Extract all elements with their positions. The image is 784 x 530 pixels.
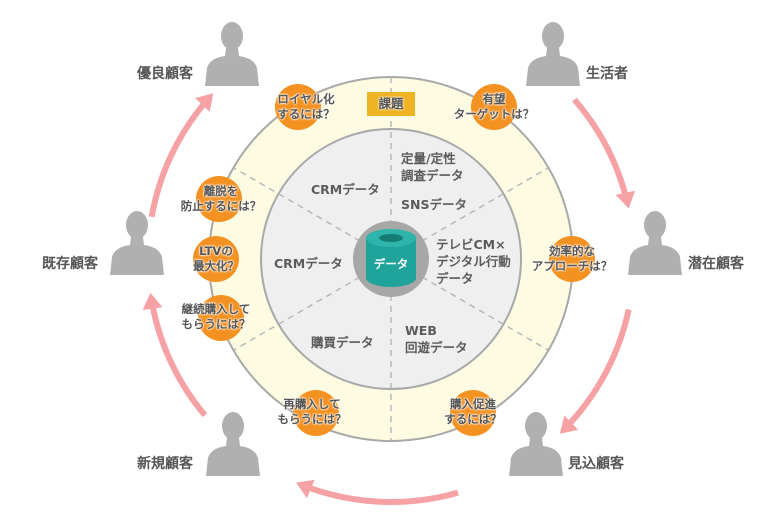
question-line: するには？ [277, 107, 335, 121]
bubble-ltv [193, 236, 239, 282]
segment-dividers [233, 77, 549, 441]
question-line: 防止するには？ [180, 199, 262, 213]
question-line: 最大化？ [193, 259, 239, 273]
data-source-line: 調査データ [401, 168, 464, 183]
data-source-line: デジタル行動 [436, 254, 511, 269]
question-line: 購入促進 [450, 397, 496, 411]
divider-lower-left [233, 276, 361, 351]
data-source-line: WEB [405, 323, 437, 338]
question-churn-prevention: 離脱を 防止するには？ [166, 184, 276, 214]
bubble-efficient-approach [549, 236, 595, 282]
person-label-mikomi: 見込顧客 [568, 456, 624, 472]
question-repurchase: 再購入して もらうには？ [262, 397, 362, 427]
bubble-loyalty [275, 84, 321, 130]
data-source-crm-upper: CRMデータ [311, 181, 380, 198]
person-icon-shinki [206, 412, 260, 476]
arrow-seikatsusha-to-senzai [572, 97, 629, 197]
person-icon-kizon [110, 211, 164, 275]
arrow-shinki-to-kizon-head [142, 292, 163, 311]
bubble-repurchase [293, 390, 339, 436]
question-line: するには？ [444, 412, 502, 426]
person-icon-seikatsusha [526, 22, 580, 86]
kadai-badge: 課題 [367, 92, 415, 116]
data-source-sns: SNSデータ [401, 196, 467, 213]
data-source-line: SNSデータ [401, 197, 467, 212]
question-line: ターゲットは？ [453, 107, 535, 121]
cylinder-hole [379, 234, 403, 242]
question-line: ロイヤル化 [277, 92, 335, 106]
arrow-kizon-to-yuryo [148, 100, 208, 218]
question-bubbles [193, 84, 595, 436]
question-line: 有望 [482, 92, 506, 106]
data-source-tvcm-digital: テレビCM× デジタル行動 データ [436, 236, 511, 287]
data-source-survey: 定量/定性 調査データ [401, 150, 464, 184]
arrow-mikomi-to-shinki [306, 484, 459, 505]
data-source-line: データ [436, 271, 474, 286]
data-source-line: 定量/定性 [401, 151, 456, 166]
question-continued-purchase: 継続購入して もらうには？ [166, 302, 266, 332]
question-line: 効率的な [549, 244, 595, 258]
divider-upper-left [233, 167, 361, 242]
question-purchase-promotion: 購入促進 するには？ [423, 397, 523, 427]
question-line: 継続購入して [181, 302, 251, 316]
question-efficient-approach: 効率的な アプローチは？ [522, 244, 622, 274]
person-label-yuryo: 優良顧客 [137, 66, 193, 82]
data-source-line: CRMデータ [311, 182, 380, 197]
data-source-web: WEB 回遊データ [405, 322, 468, 356]
arrow-shinki-to-kizon [149, 304, 208, 418]
question-line: LTVの [199, 244, 233, 258]
arrow-seikatsusha-to-senzai-head [615, 190, 636, 209]
bubble-continued-purchase [198, 295, 244, 341]
arrow-kizon-to-yuryo-head [195, 93, 214, 112]
bubble-churn-prevention [196, 176, 242, 222]
cylinder-body [366, 238, 416, 287]
bubble-purchase-promotion [450, 390, 496, 436]
question-line: もらうには？ [277, 412, 347, 426]
data-source-line: 回遊データ [405, 340, 468, 355]
center-data-label: データ [373, 257, 409, 271]
person-icon-yuryo [205, 22, 259, 86]
person-label-senzai: 潜在顧客 [688, 256, 744, 272]
arrow-senzai-to-mikomi [566, 308, 632, 427]
person-label-seikatsusha: 生活者 [586, 66, 628, 82]
person-label-shinki: 新規顧客 [137, 456, 193, 472]
bubble-promising-target [471, 84, 517, 130]
data-source-crm-lower: CRMデータ [274, 255, 343, 272]
arrow-mikomi-to-shinki-head [296, 479, 315, 499]
person-label-kizon: 既存顧客 [42, 256, 98, 272]
data-source-line: テレビCM× [436, 237, 506, 252]
person-icon-senzai [628, 211, 682, 275]
divider-upper-right [421, 167, 549, 242]
question-line: アプローチは？ [531, 259, 613, 273]
data-cylinder [353, 221, 429, 297]
divider-lower-right [421, 276, 549, 351]
question-line: 再購入して [283, 397, 341, 411]
question-line: もらうには？ [181, 317, 251, 331]
data-source-line: CRMデータ [274, 256, 343, 271]
question-ltv: LTVの 最大化？ [166, 244, 266, 274]
data-source-purchase: 購買データ [311, 334, 374, 351]
question-line: 離脱を [203, 184, 239, 198]
data-source-line: 購買データ [311, 335, 374, 350]
question-loyalty: ロイヤル化 するには？ [256, 92, 356, 122]
cycle-arrows [142, 93, 636, 505]
arrow-senzai-to-mikomi-head [559, 415, 579, 434]
question-promising-target: 有望 ターゲットは？ [444, 92, 544, 122]
